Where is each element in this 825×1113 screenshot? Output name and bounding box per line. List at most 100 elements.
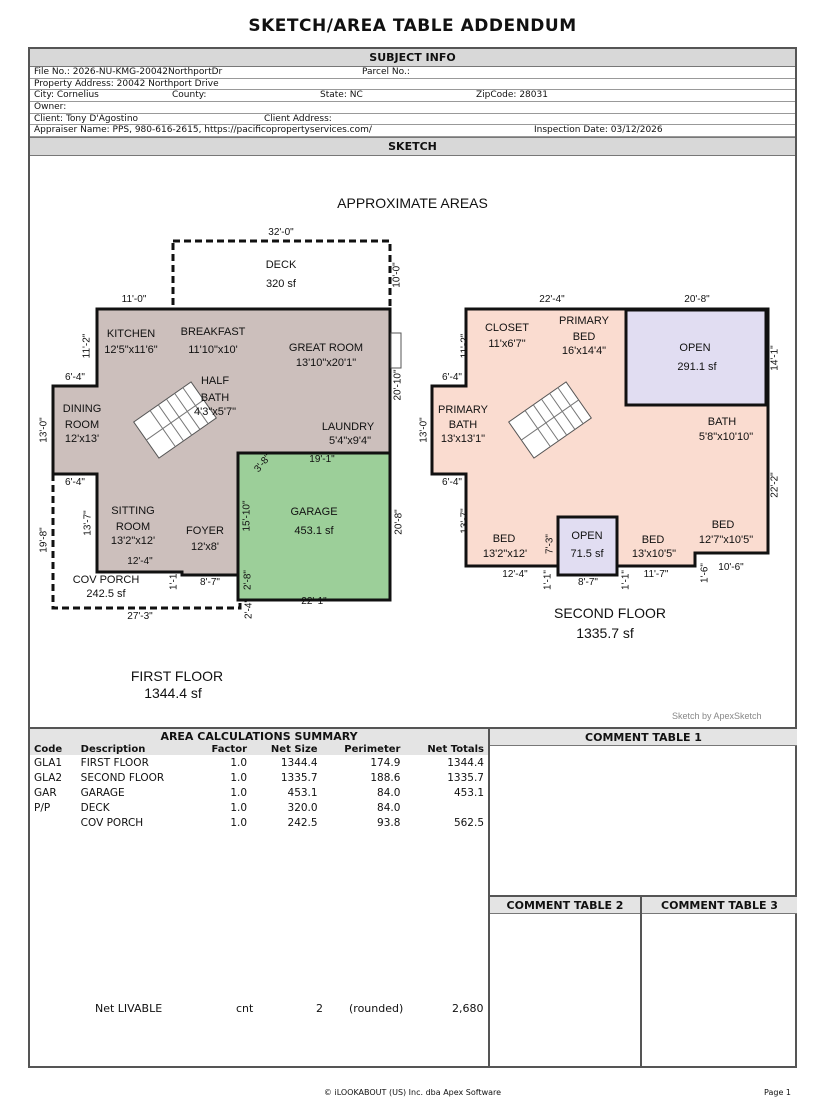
divider [488, 727, 490, 1068]
room-label: BATH [707, 416, 737, 428]
comment-table-3-header: COMMENT TABLE 3 [642, 897, 797, 914]
room-size: 13'2"x12' [110, 535, 156, 547]
room-label: BED [492, 533, 516, 545]
table-cell: GLA2 [34, 771, 63, 784]
dimension: 20'-8" [393, 509, 405, 535]
dimension: 19'-1" [309, 454, 335, 465]
open-area-large [624, 308, 768, 407]
row-owner: Owner: [30, 102, 795, 114]
garage-shape [236, 451, 392, 602]
room-label: BED [711, 519, 735, 531]
second-floor-name: SECOND FLOOR [553, 605, 667, 621]
summary-header: AREA CALCULATIONS SUMMARY [30, 729, 488, 744]
county: County: [172, 90, 207, 101]
page-title: SKETCH/AREA TABLE ADDENDUM [248, 16, 577, 36]
dimension: 11'-7" [643, 569, 669, 580]
col-factor: Factor [211, 744, 248, 755]
sketch-heading: APPROXIMATE AREAS [337, 195, 488, 211]
room-label: FOYER [186, 525, 224, 537]
dimension: 6'-4" [442, 372, 462, 383]
room-size: 13'x10'5" [631, 548, 677, 560]
room-area: 320 sf [266, 278, 296, 290]
divider [640, 895, 642, 1068]
zip: ZipCode: 28031 [476, 90, 548, 101]
room-label: SITTING [111, 505, 155, 517]
room-label: DINING [62, 403, 102, 415]
dimension: 15'-10" [241, 500, 253, 532]
parcel-no: Parcel No.: [362, 67, 410, 77]
room-label: DECK [265, 259, 297, 271]
room-size: 12'5"x11'6" [104, 344, 158, 356]
comment-table-2: COMMENT TABLE 2 [490, 897, 640, 914]
room-area: 242.5 sf [86, 588, 126, 600]
dimension: 32'-0" [268, 227, 294, 238]
table-cell: 320.0 [287, 801, 318, 814]
table-cell: GAR [34, 786, 57, 799]
col-net-totals: Net Totals [427, 744, 484, 755]
comment-table-1: COMMENT TABLE 1 [490, 729, 797, 746]
dimension: 10'-0" [391, 262, 403, 288]
table-cell: 84.0 [377, 786, 401, 799]
room-label: GREAT ROOM [288, 342, 364, 354]
dimension: 27'-3" [127, 611, 153, 622]
floor-plan-drawing [51, 239, 770, 610]
property-address: Property Address: 20042 Northport Drive [34, 78, 219, 89]
room-label: BATH [200, 392, 230, 404]
subject-info-header: SUBJECT INFO [30, 49, 795, 67]
room-area: 291.1 sf [677, 361, 717, 373]
dimension: 8'-7" [578, 577, 598, 588]
dimension: 11'-2" [81, 333, 93, 359]
table-cell: 1344.4 [280, 756, 318, 769]
room-size: 12'x8' [190, 541, 220, 553]
table-cell: 453.1 [453, 786, 484, 799]
room-size: 13'x13'1" [440, 433, 486, 445]
room-label: KITCHEN [106, 328, 156, 340]
room-size: 13'2"x12' [482, 548, 528, 560]
dimension: 6'-4" [65, 477, 85, 488]
room-size: 12'7"x10'5" [698, 534, 754, 546]
dimension: 13'-7" [459, 508, 471, 534]
table-cell: 1.0 [230, 756, 248, 769]
dimension: 2'-8" [242, 570, 254, 590]
table-cell: 84.0 [377, 801, 401, 814]
dimension: 2'-4" [243, 599, 255, 619]
dimension: 13'-0" [418, 417, 430, 443]
room-size: 12'x13' [64, 433, 100, 445]
client: Client: Tony D'Agostino [34, 113, 139, 124]
divider [488, 895, 797, 897]
open-area-small [556, 515, 619, 577]
room-size: 5'8"x10'10" [698, 431, 754, 443]
room-label: PRIMARY [559, 315, 609, 327]
room-label: LAUNDRY [321, 421, 375, 433]
col-net-size: Net Size [270, 744, 318, 755]
dimension: 12'-4" [502, 569, 528, 580]
area-calculations-summary: AREA CALCULATIONS SUMMARY Code Descripti… [30, 729, 488, 830]
comment-table-3: COMMENT TABLE 3 [642, 897, 797, 914]
table-cell: 1.0 [230, 786, 248, 799]
room-size: 11'x6'7" [488, 338, 526, 350]
table-cell: 453.1 [287, 786, 318, 799]
row-appraiser: Appraiser Name: PPS, 980-616-2615, https… [30, 125, 795, 138]
room-label: OPEN [571, 530, 603, 542]
cnt-label: cnt [236, 1002, 254, 1015]
dimension: 1'-6" [699, 563, 711, 583]
table-cell: SECOND FLOOR [80, 771, 165, 784]
table-cell: 242.5 [287, 816, 318, 829]
table-cell [404, 800, 488, 815]
net-livable-total: 2,680 [452, 1002, 484, 1015]
room-label: PRIMARY [438, 404, 488, 416]
second-floor-area: 1335.7 sf [576, 625, 634, 641]
copyright: © iLOOKABOUT (US) Inc. dba Apex Software [323, 1088, 502, 1097]
comment-table-1-header: COMMENT TABLE 1 [490, 729, 797, 746]
deck-outline [171, 239, 392, 311]
room-label: BED [641, 534, 665, 546]
col-code: Code [34, 744, 63, 755]
comment-table-2-header: COMMENT TABLE 2 [490, 897, 640, 914]
table-cell: 174.9 [370, 756, 401, 769]
table-cell: 1.0 [230, 816, 248, 829]
dimension: 6'-4" [442, 477, 462, 488]
dimension: 11'-0" [121, 294, 147, 305]
room-size: 16'x14'4" [561, 345, 607, 357]
